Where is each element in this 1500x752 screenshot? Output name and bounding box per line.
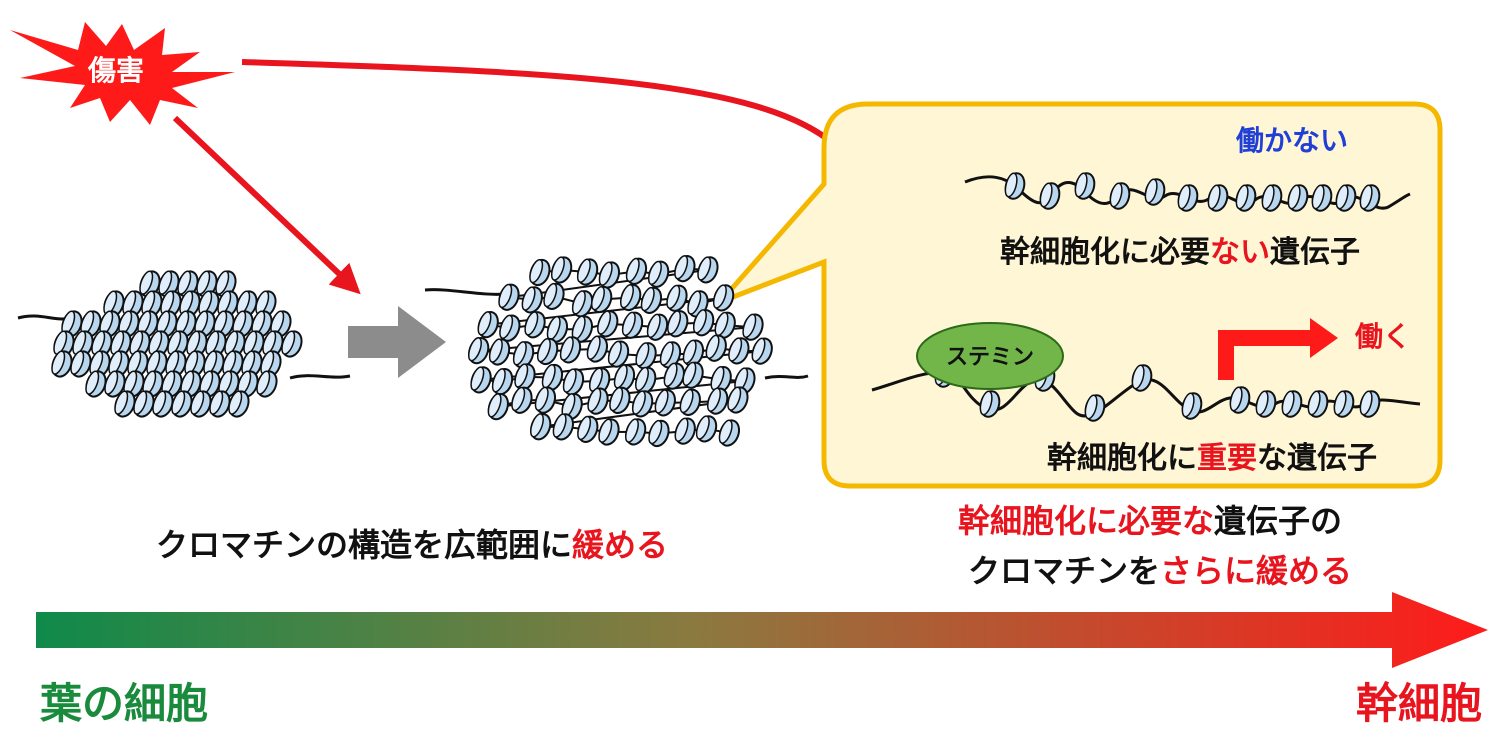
nucleosome-icon <box>488 365 517 398</box>
loosen-more-caption-line1: 幹細胞化に必要な遺伝子の <box>958 502 1342 540</box>
nucleosome-icon <box>671 252 699 285</box>
nucleosome-icon <box>606 384 634 417</box>
nucleosome-icon <box>715 416 744 450</box>
nucleosome-icon <box>526 256 554 289</box>
nucleosome-icon <box>644 257 673 291</box>
nucleosome-icon <box>621 415 650 449</box>
nucleosome-icon <box>676 386 705 419</box>
nucleosome-icon <box>474 308 503 341</box>
gene-unneeded-label: 幹細胞化に必要ない遺伝子 <box>1000 235 1360 270</box>
nucleosome-icon <box>622 254 651 288</box>
nucleosome-icon <box>464 334 493 367</box>
loosen-more-caption-line2: クロマチンをさらに緩める <box>968 552 1352 590</box>
nucleosome-icon <box>651 386 680 420</box>
stemin-protein <box>916 322 1064 390</box>
nucleosome-icon <box>508 384 536 417</box>
activation-arrow <box>1218 318 1338 380</box>
not-working-label: 働かない <box>1235 124 1348 157</box>
progression-arrow <box>36 592 1488 668</box>
nucleosome-icon <box>495 280 523 314</box>
stemin-label: ステミン <box>946 345 1034 370</box>
gene-important-label: 幹細胞化に重要な遺伝子 <box>1047 441 1377 476</box>
damage-arrow-short <box>172 115 361 295</box>
nucleosome-icon <box>632 339 661 373</box>
nucleosome-icon <box>694 253 722 287</box>
nucleosome-icon <box>484 390 513 423</box>
nucleosome-icon <box>643 310 672 344</box>
nucleosome-icon <box>663 281 691 315</box>
nucleosome-icon <box>521 308 550 342</box>
loosened-chromatin <box>424 252 809 450</box>
active-gene: 働く ステミン 幹細胞化に重要な遺伝子 <box>871 318 1421 476</box>
nucleosome-icon <box>593 307 622 341</box>
nucleosome-icon <box>526 410 555 443</box>
callout-box <box>718 101 1443 489</box>
compact-chromatin <box>17 267 351 421</box>
nucleosome-icon <box>595 258 624 292</box>
damage-burst: 傷害 <box>10 22 235 125</box>
nucleosome-icon <box>692 412 721 446</box>
damage-label: 傷害 <box>87 54 144 87</box>
nucleosome-icon <box>518 283 547 317</box>
nucleosome-icon <box>671 414 700 448</box>
nucleosome-icon <box>703 384 732 418</box>
axis-end-label: 幹細胞 <box>1356 679 1482 728</box>
transition-arrow <box>348 306 446 378</box>
loosen-wide-caption: クロマチンの構造を広範囲に緩める <box>156 526 668 564</box>
nucleosome-icon <box>540 280 568 313</box>
axis-start-label: 葉の細胞 <box>39 679 208 728</box>
nucleosome-icon <box>645 417 673 450</box>
nucleosome-icon <box>595 415 623 449</box>
silent-gene: 働かない 幹細胞化に必要ない遺伝子 <box>964 124 1411 270</box>
nucleosome-icon <box>637 284 666 317</box>
nucleosome-icon <box>547 253 576 287</box>
nucleosome-icon <box>584 384 612 418</box>
nucleosome-icon <box>467 363 496 397</box>
nucleosome-icon <box>573 255 602 289</box>
working-label: 働く <box>1354 320 1411 353</box>
